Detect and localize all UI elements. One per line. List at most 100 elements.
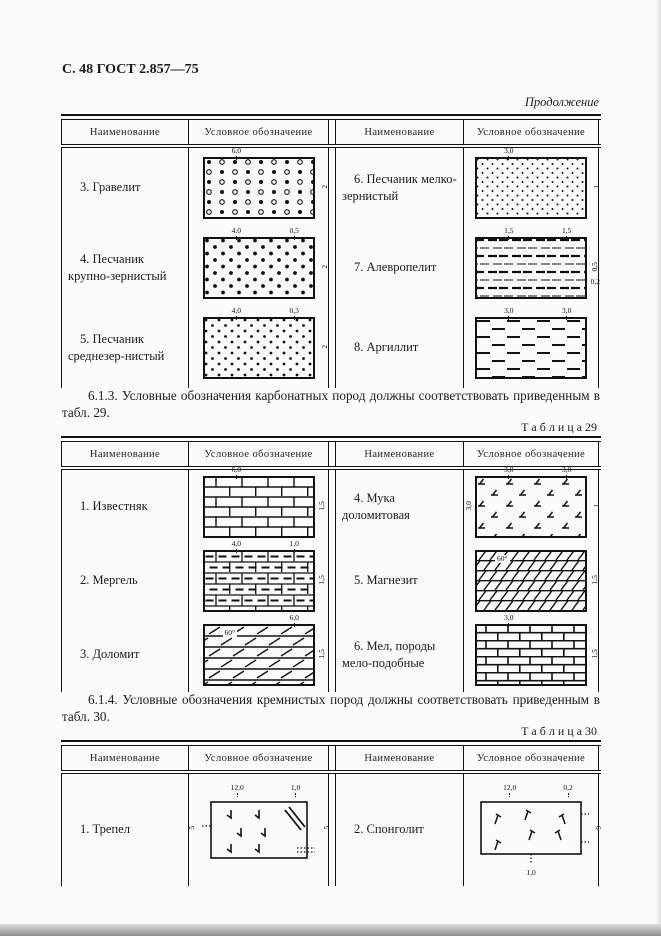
center-divider <box>329 746 336 770</box>
dim-label: 1,0 <box>289 540 298 553</box>
dim-label: 6,0 <box>289 614 298 627</box>
table-row-name: 1. Известняк <box>61 470 189 544</box>
dim-label: 5 <box>321 826 331 830</box>
page-header: С. 48 ГОСТ 2.857—75 <box>62 62 199 77</box>
table-row-name: 4. Песчаник крупно-зернистый <box>61 228 189 308</box>
scan-edge-shading <box>0 924 661 936</box>
table-top-rule <box>61 740 601 746</box>
dim-label: 3,0 <box>562 466 571 479</box>
symbol-cell: 12,0 1,0 5 5 <box>187 774 331 886</box>
dim-label: 12,0 <box>231 784 244 797</box>
symbol-cell: 6,0 1,5 <box>189 466 329 544</box>
dim-label: 0,3 <box>289 307 298 320</box>
table-row-name: 8. Аргиллит <box>336 308 464 388</box>
pattern-sand-medium: 4,0 0,3 2 <box>202 307 329 379</box>
pattern-sand-coarse: 4,0 0,5 2 <box>202 227 329 299</box>
table-30-caption: Т а б л и ц а 30 <box>521 724 597 738</box>
dim-label: 3,0 <box>504 307 513 320</box>
dim-label: 1,5 <box>589 649 599 659</box>
center-divider <box>329 774 336 886</box>
header-rule <box>61 466 601 470</box>
col-header-symbol: Условное обозначение <box>464 746 599 770</box>
center-divider <box>329 228 336 308</box>
dim-label: 0,5 <box>589 262 599 272</box>
dim-label: 1,5 <box>504 227 513 240</box>
pattern-dolomit: 60° 6,0 1,5 <box>202 614 326 686</box>
dim-label: 6,0 <box>232 466 241 479</box>
table-row-name: 2. Мергель <box>61 544 189 618</box>
col-header-name: Наименование <box>61 120 189 144</box>
paragraph-6-1-3: 6.1.3. Условные обозначения карбонатных … <box>62 388 600 420</box>
symbol-cell: 4,0 1,0 1,5 <box>189 540 329 618</box>
dim-label: 0,5 <box>289 227 298 240</box>
dim-label: 2 <box>319 264 329 269</box>
table-row-name: 3. Доломит <box>61 618 189 692</box>
symbol-cell: 6,0 2 <box>189 147 329 228</box>
col-header-name: Наименование <box>336 120 464 144</box>
symbol-cell: 4,0 0,5 2 <box>189 227 329 308</box>
col-header-symbol: Условное обозначение <box>189 120 329 144</box>
table-row-name: 1. Трепел <box>61 774 189 886</box>
table-row-name: 7. Алевропелит <box>336 228 464 308</box>
table-30: Наименование Условное обозначение Наимен… <box>61 740 603 886</box>
symbol-cell: 3,0 1,5 <box>464 614 599 692</box>
table-top-rule <box>61 114 601 120</box>
center-divider <box>329 120 336 144</box>
table-row-name: 6. Мел, породы мело-подобные <box>336 618 464 692</box>
dim-label: 3,0 <box>504 614 513 627</box>
dim-label: 1,5 <box>317 575 327 585</box>
continuation-label: Продолжение <box>524 95 599 109</box>
pattern-magnezit: 60° 1,5 <box>475 550 599 612</box>
col-header-name: Наименование <box>61 746 189 770</box>
pattern-trepel: 12,0 1,0 5 5 <box>187 784 331 866</box>
col-header-symbol: Условное обозначение <box>189 746 329 770</box>
dim-label: 4,0 <box>232 540 241 553</box>
dim-label: 3,0 <box>504 466 513 479</box>
pattern-spongolit: 12,0 0,2 9 1,0 <box>473 784 603 876</box>
pattern-argillit: 3,0 3,0 <box>475 307 587 379</box>
dim-label: 4,0 <box>232 307 241 320</box>
symbol-cell: 3,0 1 <box>464 147 601 228</box>
dim-label: 1 <box>592 503 602 508</box>
symbol-cell: 60° 6,0 1,5 <box>189 614 329 692</box>
symbol-cell: 4,0 0,3 2 <box>189 307 329 388</box>
col-header-name: Наименование <box>336 442 464 466</box>
pattern-alevropelit: 1,5 1,5 0,5 0,2 <box>475 227 600 299</box>
pattern-mel: 3,0 1,5 <box>475 614 599 686</box>
angle-label: 60° <box>495 554 510 563</box>
center-divider <box>329 308 336 388</box>
header-rule <box>61 770 601 774</box>
table-row-name: 4. Мука доломитовая <box>336 470 464 544</box>
center-divider <box>329 442 336 466</box>
pattern-muka-dolomitovaya: 3,0 3,0 3,0 1 <box>464 466 601 538</box>
dim-label: 3,0 <box>504 147 513 160</box>
center-divider <box>329 618 336 692</box>
pattern-mergel: 4,0 1,0 1,5 <box>202 540 326 612</box>
dim-label: 1,0 <box>526 867 536 877</box>
table-row-name: 5. Песчаник среднезер-нистый <box>61 308 189 388</box>
dim-label: 9 <box>594 826 604 830</box>
angle-label: 60° <box>222 628 237 637</box>
dim-label: 5 <box>186 826 196 830</box>
dim-label: 2 <box>319 184 329 189</box>
symbol-cell: 3,0 3,0 3,0 1 <box>464 466 601 544</box>
dim-label: 3,0 <box>562 307 571 320</box>
dim-label: 1,5 <box>317 649 327 659</box>
center-divider <box>329 544 336 618</box>
paragraph-6-1-4: 6.1.4. Условные обозначения кремнистых п… <box>62 692 600 724</box>
symbol-cell: 3,0 3,0 <box>464 307 599 388</box>
col-header-name: Наименование <box>336 746 464 770</box>
table-29-caption: Т а б л и ц а 29 <box>521 420 597 434</box>
col-header-symbol: Условное обозначение <box>464 442 599 466</box>
dim-label: 1,0 <box>291 784 300 797</box>
table-top-rule <box>61 436 601 442</box>
col-header-symbol: Условное обозначение <box>464 120 599 144</box>
header-rule <box>61 144 601 148</box>
table-row-name: 2. Спонголит <box>336 774 464 886</box>
col-header-symbol: Условное обозначение <box>189 442 329 466</box>
dim-label: 1,5 <box>562 227 571 240</box>
symbol-cell: 1,5 1,5 0,5 0,2 <box>464 227 600 308</box>
table-row-name: 6. Песчаник мелко-зернистый <box>336 148 464 228</box>
table-row-name: 5. Магнезит <box>336 544 464 618</box>
dim-label: 1,5 <box>317 501 327 511</box>
